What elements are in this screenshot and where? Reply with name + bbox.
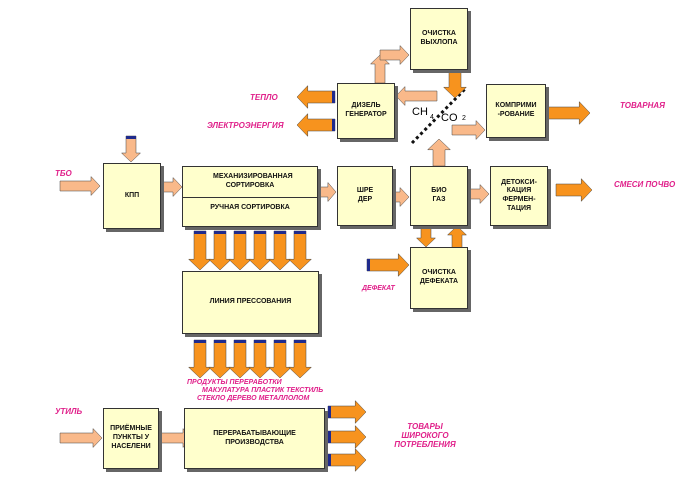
products-line3: СТЕКЛО ДЕРЕВО МЕТАЛЛОЛОМ	[197, 395, 310, 402]
heat-arrow	[296, 84, 336, 110]
mech-sort-label: МЕХАНИЗИРОВАННАЯ СОРТИРОВКА	[213, 173, 293, 189]
products-line1: ПРОДУКТЫ ПЕРЕРАБОТКИ	[187, 379, 282, 386]
manual-sort-label: РУЧНАЯ СОРТИРОВКА	[210, 203, 290, 211]
exhaust-to-co2-arrow	[442, 67, 468, 99]
press-to-products-arrow-6	[287, 339, 313, 379]
sort-to-press-arrow-6	[287, 230, 313, 271]
ch-subscript: 4	[430, 114, 434, 121]
defecate-in-arrow	[366, 252, 410, 278]
ch-label: CH	[412, 106, 428, 118]
press-to-products-arrow-1	[187, 339, 213, 379]
util-arrow	[59, 427, 103, 449]
detox-box: ДЕТОКСИ-КАЦИЯ ФЕРМЕН-ТАЦИЯ	[490, 166, 548, 226]
commercial-label: ТОВАРНАЯ	[620, 101, 665, 110]
sort-to-press-arrow-3	[227, 230, 253, 271]
compress-box: КОМПРИМИ -РОВАНИЕ	[486, 84, 546, 138]
exhaust-label: ОЧИСТКА ВЫХЛОПА	[420, 30, 458, 46]
press-to-products-arrow-4	[247, 339, 273, 379]
shredder-box: ШРЕ ДЕР	[337, 166, 393, 226]
consumer-goods-label: ТОВАРЫ ШИРОКОГО ПОТРЕБЛЕНИЯ	[394, 422, 456, 449]
biogas-to-ch4-arrow	[426, 138, 452, 167]
sort-divider	[183, 196, 317, 198]
processing-box: ПЕРЕРАБАТЫВАЮЩИЕ ПРОИЗВОДСТВА	[184, 408, 325, 469]
tbo-label: ТБО	[55, 169, 72, 178]
pressing-label: ЛИНИЯ ПРЕССОВАНИЯ	[209, 298, 292, 306]
goods-arrow-2	[327, 424, 367, 450]
products-line2: МАКУЛАТУРА ПЛАСТИК ТЕКСТИЛЬ	[202, 387, 324, 394]
processing-label: ПЕРЕРАБАТЫВАЮЩИЕ ПРОИЗВОДСТВА	[213, 429, 296, 446]
kpp-to-sort-arrow	[161, 176, 183, 198]
electricity-label: ЭЛЕКТРОЭНЕРГИЯ	[207, 121, 284, 130]
shredder-label: ШРЕ ДЕР	[356, 187, 374, 203]
sort-to-press-arrow-5	[267, 230, 293, 271]
press-to-products-arrow-5	[267, 339, 293, 379]
heat-label: ТЕПЛО	[250, 93, 278, 102]
sort-to-press-arrow-4	[247, 230, 273, 271]
gas-separator-line	[410, 86, 468, 145]
electricity-arrow	[296, 112, 336, 138]
biogas-label: БИО ГАЗ	[431, 187, 447, 203]
biogas-box: БИО ГАЗ	[410, 166, 468, 226]
sort-to-shredder-arrow	[317, 181, 337, 203]
exhaust-link-arrow	[379, 44, 410, 66]
tbo-arrow	[59, 175, 101, 197]
soil-mix-label: СМЕСИ ПОЧВО	[614, 180, 676, 189]
diesel-box: ДИЗЕЛЬ ГЕНЕРАТОР	[337, 83, 395, 139]
co-subscript: 2	[462, 115, 466, 122]
reception-label: ПРИЁМНЫЕ ПУНКТЫ У НАСЕЛЕНИ	[110, 425, 152, 450]
kpp-box: КПП	[103, 163, 161, 229]
co-label: CO	[441, 112, 458, 124]
mech-sort-box: МЕХАНИЗИРОВАННАЯ СОРТИРОВКА РУЧНАЯ СОРТИ…	[182, 166, 318, 227]
pressing-box: ЛИНИЯ ПРЕССОВАНИЯ	[182, 271, 319, 334]
defecate-clean-box: ОЧИСТКА ДЕФЕКАТА	[410, 247, 468, 309]
goods-arrow-1	[327, 399, 367, 425]
goods-arrow-3	[327, 447, 367, 473]
kpp-in-arrow	[120, 135, 142, 163]
ch4-to-diesel-arrow	[395, 85, 438, 107]
compress-label: КОМПРИМИ -РОВАНИЕ	[495, 102, 537, 118]
sort-to-press-arrow-1	[187, 230, 213, 271]
util-label: УТИЛЬ	[55, 407, 83, 416]
diesel-label: ДИЗЕЛЬ ГЕНЕРАТОР	[345, 102, 387, 118]
commercial-arrow	[545, 100, 591, 126]
soil-mix-arrow	[555, 177, 593, 203]
kpp-label: КПП	[124, 191, 140, 199]
reception-box: ПРИЁМНЫЕ ПУНКТЫ У НАСЕЛЕНИ	[103, 408, 159, 469]
detox-label: ДЕТОКСИ-КАЦИЯ ФЕРМЕН-ТАЦИЯ	[501, 178, 537, 212]
sort-to-press-arrow-2	[207, 230, 233, 271]
defecate-label: ДЕФЕКАТ	[362, 285, 395, 292]
exhaust-box: ОЧИСТКА ВЫХЛОПА	[410, 8, 468, 70]
press-to-products-arrow-2	[207, 339, 233, 379]
co2-to-compress-arrow	[451, 119, 486, 141]
press-to-products-arrow-3	[227, 339, 253, 379]
defecate-clean-label: ОЧИСТКА ДЕФЕКАТА	[419, 269, 459, 285]
